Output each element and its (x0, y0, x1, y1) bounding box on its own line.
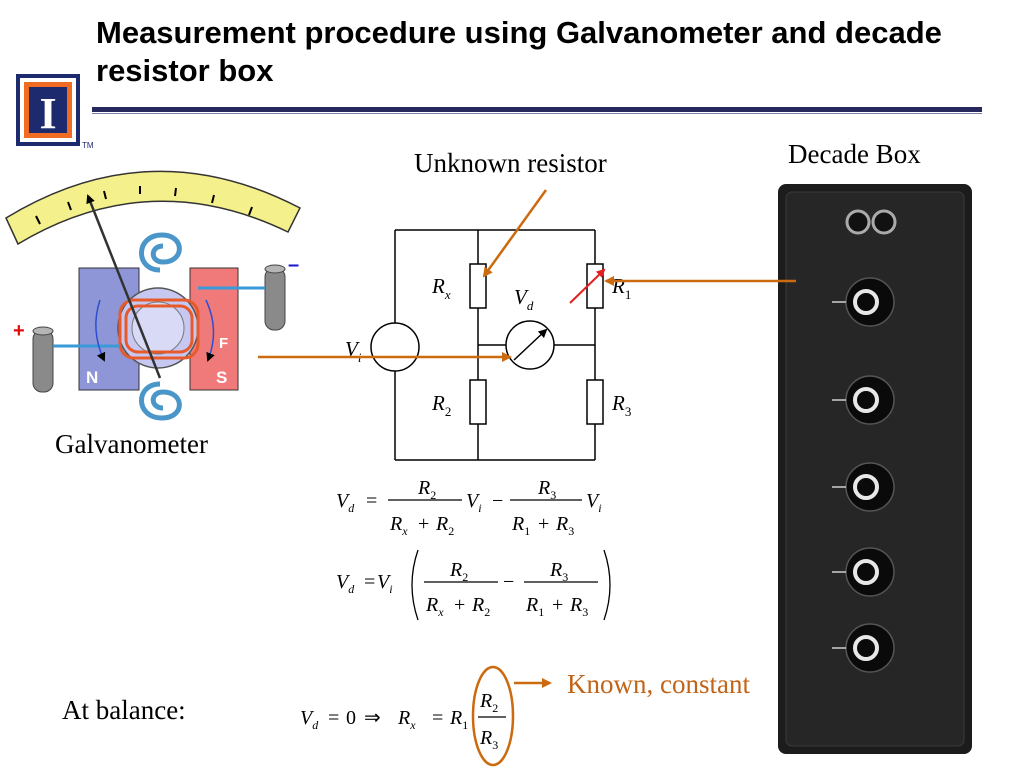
svg-text:=: = (432, 707, 443, 729)
bridge-circuit (394, 229, 596, 461)
label-r1: R1 (611, 274, 631, 302)
svg-text:R3: R3 (537, 477, 556, 502)
svg-text:R2: R2 (479, 690, 498, 715)
svg-text:=: = (364, 571, 375, 593)
label-rx: Rx (431, 274, 451, 302)
equation-vd-expanded: Vd = R2 Rx + R2 Vi − R3 R1 + R3 Vi (336, 477, 602, 538)
arrow-unknown-resistor (482, 189, 548, 278)
label-r2: R2 (431, 391, 451, 419)
logo-trademark: TM (82, 141, 94, 150)
svg-text:Rx: Rx (425, 594, 444, 619)
slide-title: Measurement procedure using Galvanometer… (96, 15, 942, 88)
minus-terminal-label: – (288, 254, 299, 276)
svg-text:−: − (492, 490, 503, 512)
svg-text:R3: R3 (479, 727, 498, 752)
resistor-r1 (569, 263, 606, 309)
title-rule (92, 107, 982, 112)
galvanometer-illustration: – + F N S (5, 170, 302, 421)
svg-text:R1: R1 (525, 594, 544, 619)
svg-text:0: 0 (346, 707, 356, 729)
svg-text:−: − (503, 571, 514, 593)
svg-text:R3: R3 (555, 513, 574, 538)
svg-text:Rx: Rx (397, 707, 416, 732)
force-label: F (219, 335, 228, 352)
svg-text:Vi: Vi (466, 490, 482, 515)
svg-text:+: + (454, 594, 465, 616)
resistor-r3 (586, 379, 604, 425)
equation-vd-factored: Vd = Vi R2 Rx + R2 − R3 R1 + R3 (336, 549, 611, 621)
south-pole-label: S (216, 368, 227, 387)
svg-text:Vi: Vi (377, 571, 393, 596)
university-logo: I TM (16, 74, 94, 150)
galvanometer-label: Galvanometer (55, 429, 208, 459)
known-constant-label: Known, constant (567, 669, 750, 699)
svg-text:=: = (366, 490, 377, 512)
svg-text:+: + (418, 513, 429, 535)
svg-text:R1: R1 (511, 513, 530, 538)
logo-letter: I (39, 89, 56, 138)
label-vd: Vd (514, 285, 534, 313)
equation-balance: Vd = 0 ⇒ Rx = R1 R2 R3 (300, 665, 515, 767)
svg-text:Vd: Vd (336, 571, 355, 596)
resistor-rx (469, 263, 487, 309)
title-rule-thin (92, 113, 982, 114)
decade-box-illustration (778, 184, 972, 754)
label-vi: Vi (345, 337, 362, 365)
svg-text:R2: R2 (449, 559, 468, 584)
unknown-resistor-label: Unknown resistor (414, 148, 607, 178)
svg-text:R2: R2 (417, 477, 436, 502)
svg-text:+: + (538, 513, 549, 535)
decade-box-label: Decade Box (788, 139, 921, 169)
svg-text:⇒: ⇒ (364, 707, 381, 729)
voltmeter-vd (505, 320, 555, 370)
svg-text:R2: R2 (471, 594, 490, 619)
north-pole-label: N (86, 368, 98, 387)
svg-text:R3: R3 (569, 594, 588, 619)
resistor-r2 (469, 379, 487, 425)
svg-text:+: + (552, 594, 563, 616)
svg-text:Rx: Rx (389, 513, 408, 538)
svg-text:Vd: Vd (336, 490, 355, 515)
label-r3: R3 (611, 391, 631, 419)
voltage-source (370, 322, 420, 372)
svg-text:Vd: Vd (300, 707, 319, 732)
svg-text:Vi: Vi (586, 490, 602, 515)
known-ratio-highlight (471, 665, 515, 767)
svg-text:R2: R2 (435, 513, 454, 538)
svg-text:=: = (328, 707, 339, 729)
plus-terminal-label: + (13, 320, 25, 342)
svg-text:R3: R3 (549, 559, 568, 584)
svg-text:R1: R1 (449, 707, 468, 732)
at-balance-label: At balance: (62, 695, 186, 725)
